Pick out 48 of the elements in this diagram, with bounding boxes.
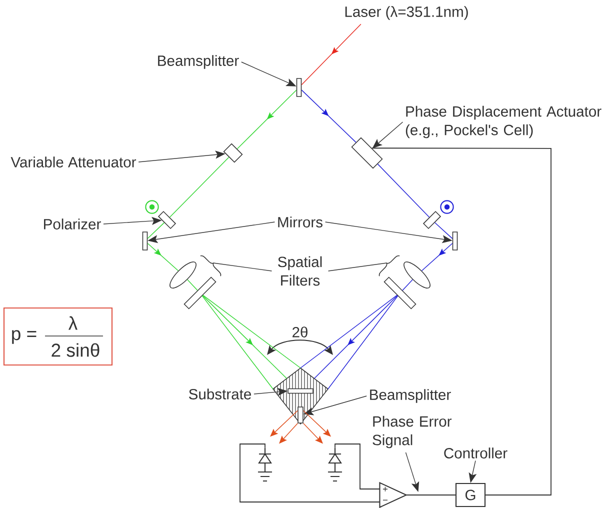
pinhole-plate bbox=[384, 276, 416, 310]
lens bbox=[170, 262, 196, 288]
mirror bbox=[452, 232, 458, 250]
component-label: Mirrors bbox=[278, 216, 322, 228]
component-label: Beamsplitter bbox=[370, 389, 451, 403]
controller-box: G bbox=[455, 482, 486, 508]
laser-beam bbox=[301, 24, 362, 86]
lens bbox=[404, 262, 430, 288]
component-label: Laser (λ=351.1nm) bbox=[345, 6, 468, 20]
laser-beam bbox=[434, 222, 453, 239]
component-label: Substrate bbox=[189, 388, 252, 400]
laser-beam bbox=[147, 243, 179, 272]
pinhole-plate bbox=[184, 276, 216, 310]
signal-wire bbox=[334, 444, 380, 490]
laser-beam bbox=[301, 90, 356, 143]
laser-beam bbox=[187, 279, 198, 291]
component-label: Beamsplitter bbox=[158, 55, 239, 69]
attenuator-plate bbox=[223, 143, 243, 163]
actuator-cell bbox=[351, 137, 383, 169]
component-label: Controller bbox=[444, 448, 508, 458]
curly-brace bbox=[378, 255, 400, 276]
component-label: Polarizer bbox=[44, 218, 101, 230]
laser-beam bbox=[147, 222, 165, 239]
beamsplitter-plate bbox=[296, 78, 302, 97]
laser-beam bbox=[402, 279, 413, 291]
leader-line bbox=[213, 262, 272, 272]
formula-box: p = λ 2 sinθ bbox=[3, 307, 113, 366]
component-label: Phase Displacement Actuator (e.g., Pockel's Cell) bbox=[406, 106, 602, 138]
component-label: Variable Attenuator bbox=[10, 156, 136, 168]
laser-beam bbox=[169, 156, 230, 218]
signal-wire bbox=[240, 444, 380, 502]
laser-beam bbox=[300, 294, 398, 390]
laser-beam bbox=[202, 294, 301, 390]
substrate-bar bbox=[288, 388, 314, 394]
curly-brace bbox=[200, 255, 222, 276]
mirror bbox=[142, 232, 148, 250]
angle-label: 2θ bbox=[292, 326, 308, 338]
signal-wire bbox=[371, 148, 552, 496]
component-label: Phase Error Signal bbox=[372, 416, 452, 448]
laser-beam bbox=[377, 164, 430, 218]
component-label: Spatial Filters bbox=[278, 256, 322, 286]
laser-beam bbox=[421, 243, 453, 272]
beamsplitter-plate bbox=[298, 406, 304, 424]
photodiode-symbol bbox=[327, 447, 343, 482]
photodiode-symbol bbox=[257, 447, 273, 482]
signal-wire bbox=[406, 494, 456, 496]
leader-line bbox=[328, 262, 387, 272]
laser-beam bbox=[236, 90, 297, 150]
